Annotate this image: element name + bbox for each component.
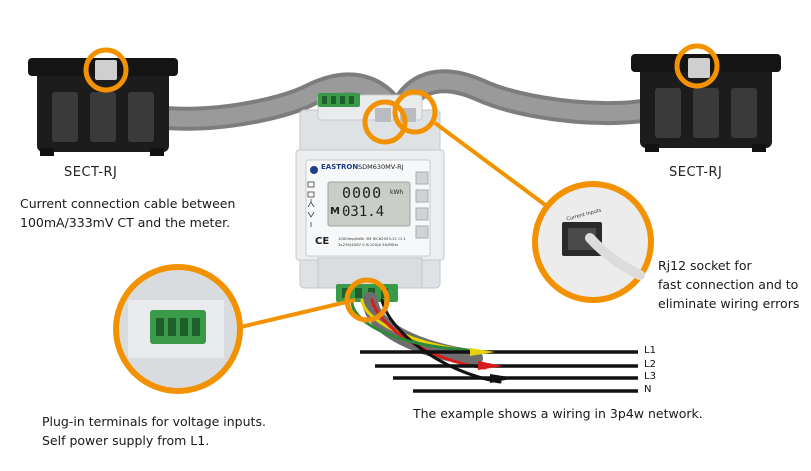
plugin-note: Plug-in terminals for voltage inputs. Se… [42, 412, 266, 450]
energy-meter [295, 93, 445, 302]
ct-left-label: SECT-RJ [64, 165, 118, 180]
display-line-1: 0000 [342, 184, 383, 202]
example-note: The example shows a wiring in 3p4w netwo… [413, 406, 703, 421]
ce-mark: CE [315, 236, 330, 247]
voltage-wires [350, 292, 502, 384]
ct-right [631, 54, 781, 152]
cable-note: Current connection cable between 100mA/3… [20, 194, 235, 232]
cable-note-line-2: 100mA/333mV CT and the meter. [20, 215, 231, 230]
plugin-terminal-zoom [113, 264, 243, 394]
line-label-l2: L2 [644, 359, 656, 370]
display-label-m: M [330, 206, 340, 217]
bus-lines [360, 350, 638, 393]
rj12-note: Rj12 socket for fast connection and to e… [658, 256, 799, 313]
line-label-n: N [644, 384, 652, 395]
display-unit: kWh [390, 189, 404, 196]
meter-model: SDM630MV-RJ [358, 163, 404, 171]
rj12-note-line-3: eliminate wiring errors [658, 296, 800, 311]
rj12-note-line-1: Rj12 socket for [658, 258, 752, 273]
plugin-note-line-2: Self power supply from L1. [42, 433, 210, 448]
plugin-note-line-1: Plug-in terminals for voltage inputs. [42, 414, 266, 429]
highlight-circles [83, 43, 720, 323]
ct-left [28, 58, 178, 156]
meter-brand: EASTRON [321, 163, 359, 171]
line-label-l3: L3 [644, 371, 656, 382]
callout-lines [227, 121, 550, 332]
cable-note-line-1: Current connection cable between [20, 196, 236, 211]
display-line-2: 031.4 [342, 204, 385, 220]
meter-spec-2: 3x230/400V 0.5(100)A 50/60Hz [338, 242, 399, 247]
wire-tips [470, 348, 515, 383]
rj12-socket-zoom [532, 181, 654, 303]
ct-right-label: SECT-RJ [669, 165, 723, 180]
meter-spec-1: 1000imp/kWh 3M IEC62053-21 CI.1 [338, 236, 406, 241]
rj12-note-line-2: fast connection and to [658, 277, 799, 292]
line-label-l1: L1 [644, 345, 656, 356]
